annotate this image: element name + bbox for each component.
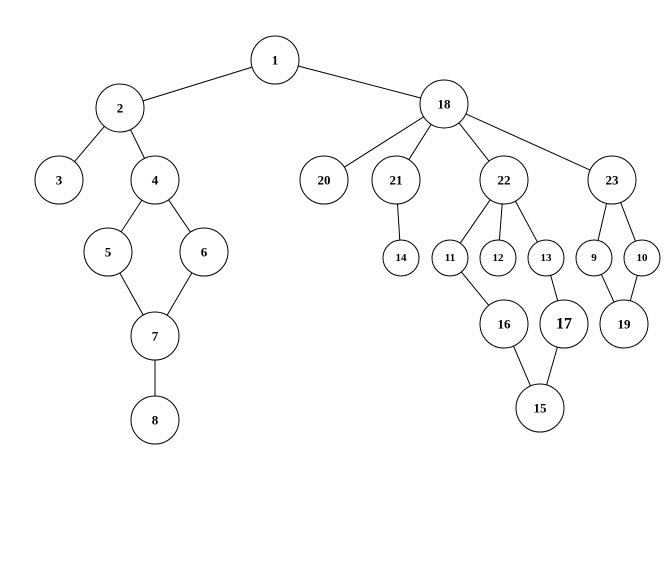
node-14: 14 (382, 239, 420, 277)
edge-22-12 (498, 203, 503, 241)
node-label-13: 13 (541, 252, 553, 264)
node-label-4: 4 (152, 173, 159, 188)
edge-1-18 (298, 65, 421, 99)
node-circle-17 (539, 299, 589, 349)
node-label-6: 6 (201, 245, 208, 260)
edge-22-13 (514, 200, 538, 243)
node-circle-3 (34, 155, 84, 205)
edge-18-22 (458, 122, 490, 162)
node-18: 18 (419, 79, 469, 129)
edge-10-19 (629, 275, 638, 301)
node-circle-10 (623, 239, 661, 277)
node-5: 5 (83, 227, 133, 277)
edges (74, 65, 638, 396)
node-label-16: 16 (498, 317, 512, 332)
node-circle-16 (479, 299, 529, 349)
node-label-11: 11 (445, 252, 455, 264)
node-label-5: 5 (105, 245, 112, 260)
edge-9-19 (600, 274, 615, 303)
edge-4-6 (168, 199, 191, 233)
node-circle-22 (479, 155, 529, 205)
node-7: 7 (130, 311, 180, 361)
edge-1-2 (142, 66, 253, 102)
node-circle-6 (179, 227, 229, 277)
edge-4-5 (120, 199, 143, 233)
edge-23-9 (597, 203, 608, 241)
node-circle-12 (479, 239, 517, 277)
node-circle-7 (130, 311, 180, 361)
node-circle-5 (83, 227, 133, 277)
node-9: 9 (575, 239, 613, 277)
node-2: 2 (95, 83, 145, 133)
node-20: 20 (299, 155, 349, 205)
node-label-17: 17 (556, 316, 572, 333)
node-circle-21 (371, 155, 421, 205)
edge-6-7 (166, 272, 193, 316)
edge-2-3 (74, 125, 105, 163)
edge-22-11 (459, 199, 491, 244)
node-15: 15 (515, 383, 565, 433)
edge-21-14 (397, 203, 401, 241)
node-label-9: 9 (591, 252, 597, 264)
node-circle-1 (250, 35, 300, 85)
node-label-8: 8 (152, 413, 159, 428)
node-10: 10 (623, 239, 661, 277)
node-circle-9 (575, 239, 613, 277)
edge-23-10 (620, 202, 636, 242)
node-8: 8 (130, 395, 180, 445)
node-16: 16 (479, 299, 529, 349)
node-label-19: 19 (618, 317, 632, 332)
edge-11-16 (461, 271, 490, 306)
node-19: 19 (599, 299, 649, 349)
node-label-14: 14 (396, 252, 408, 264)
node-label-20: 20 (318, 173, 331, 188)
node-21: 21 (371, 155, 421, 205)
edge-18-21 (408, 124, 432, 160)
node-label-22: 22 (498, 173, 511, 188)
node-circle-19 (599, 299, 649, 349)
node-3: 3 (34, 155, 84, 205)
node-label-12: 12 (493, 252, 505, 264)
node-label-15: 15 (534, 401, 548, 416)
node-6: 6 (179, 227, 229, 277)
node-label-21: 21 (390, 173, 403, 188)
node-13: 13 (527, 239, 565, 277)
node-circle-8 (130, 395, 180, 445)
node-22: 22 (479, 155, 529, 205)
node-11: 11 (431, 239, 469, 277)
node-1: 1 (250, 35, 300, 85)
edge-5-7 (119, 272, 144, 316)
node-circle-15 (515, 383, 565, 433)
edge-16-15 (513, 345, 531, 387)
node-label-18: 18 (438, 97, 452, 112)
node-label-10: 10 (637, 252, 649, 264)
node-23: 23 (587, 155, 637, 205)
node-17: 17 (539, 299, 589, 349)
node-circle-23 (587, 155, 637, 205)
node-circle-11 (431, 239, 469, 277)
node-label-3: 3 (56, 173, 63, 188)
edge-13-17 (550, 275, 559, 301)
node-circle-4 (130, 155, 180, 205)
node-label-23: 23 (606, 173, 620, 188)
node-label-1: 1 (272, 53, 279, 68)
node-circle-14 (382, 239, 420, 277)
node-12: 12 (479, 239, 517, 277)
node-label-2: 2 (117, 101, 124, 116)
node-circle-13 (527, 239, 565, 277)
edge-18-23 (465, 113, 591, 171)
node-circle-2 (95, 83, 145, 133)
node-label-7: 7 (152, 329, 159, 344)
edge-17-15 (546, 346, 558, 386)
node-circle-18 (419, 79, 469, 129)
node-circle-20 (299, 155, 349, 205)
node-4: 4 (130, 155, 180, 205)
edge-2-4 (130, 129, 145, 159)
edge-18-20 (344, 116, 424, 168)
